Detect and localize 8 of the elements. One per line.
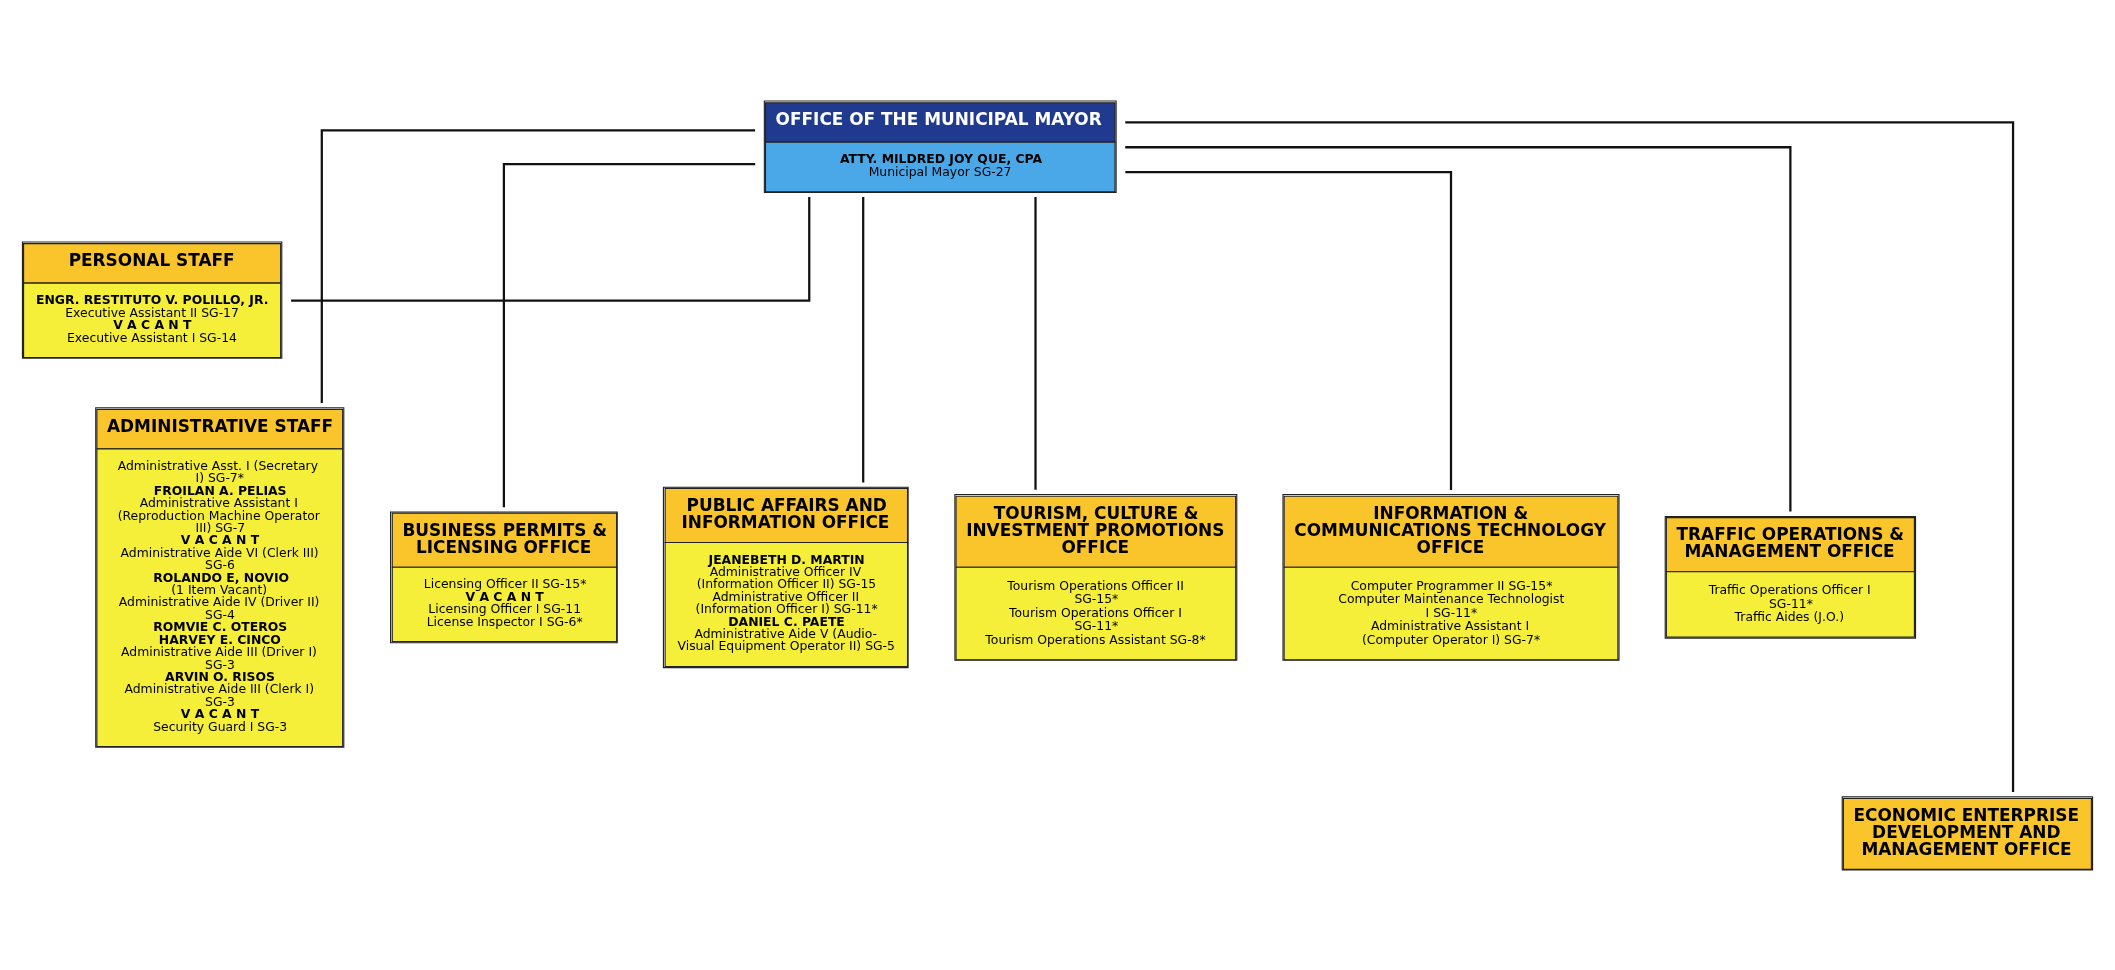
connector — [1034, 196, 1037, 490]
connector — [862, 196, 865, 482]
connector — [291, 196, 811, 302]
connector — [1125, 170, 1453, 490]
connector — [320, 128, 756, 403]
connector — [502, 162, 756, 507]
connector — [1125, 145, 1792, 512]
connector — [1125, 120, 2015, 792]
